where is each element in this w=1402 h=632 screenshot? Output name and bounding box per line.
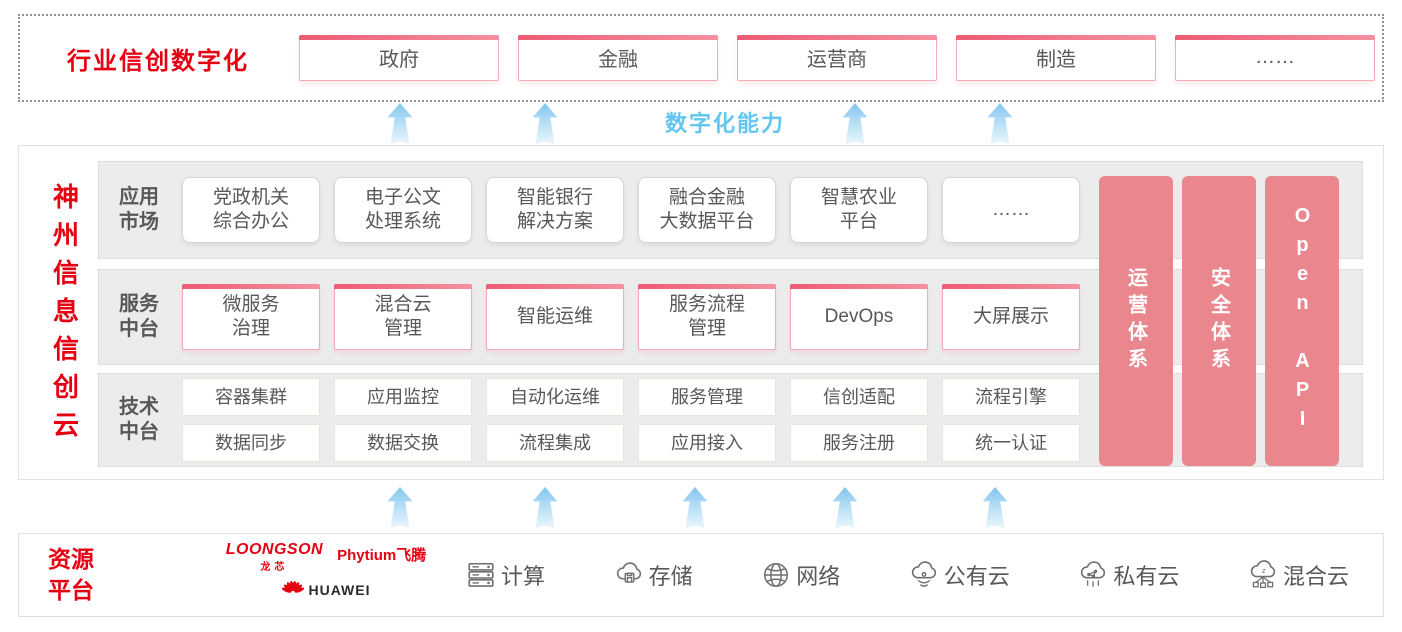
industry-band: 行业信创数字化 政府 金融 运营商 制造 …… — [18, 14, 1384, 102]
layer-service-platform: 服务 中台 微服务 治理 混合云 管理 智能运维 服务流程 管理 DevOps … — [98, 269, 1363, 365]
pillar-open-api: Open API — [1265, 176, 1339, 466]
up-arrow-icon — [387, 487, 413, 530]
resource-label: 网络 — [796, 564, 841, 589]
tech-item: 自动化运维 — [486, 378, 624, 416]
svg-text:z: z — [1262, 566, 1266, 575]
service-item: 混合云 管理 — [334, 284, 472, 350]
phytium-logo: Phytium飞腾 — [337, 547, 427, 564]
resource-compute: 计算 — [466, 559, 545, 591]
tech-item: 服务注册 — [790, 424, 928, 462]
tech-column: 服务管理 应用接入 — [638, 378, 776, 462]
service-items: 微服务 治理 混合云 管理 智能运维 服务流程 管理 DevOps 大屏展示 — [182, 270, 1080, 364]
service-item: 智能运维 — [486, 284, 624, 350]
service-item: 微服务 治理 — [182, 284, 320, 350]
tech-items: 容器集群 数据同步 应用监控 数据交换 自动化运维 流程集成 服务管理 应用接入… — [182, 374, 1080, 466]
tech-item: 应用监控 — [334, 378, 472, 416]
resource-label: 混合云 — [1282, 564, 1349, 589]
tech-item: 数据同步 — [182, 424, 320, 462]
up-arrow-icon — [387, 103, 413, 146]
service-item: DevOps — [790, 284, 928, 350]
layer-app-market: 应用 市场 党政机关 综合办公 电子公文 处理系统 智能银行 解决方案 融合金融… — [98, 161, 1363, 259]
capability-banner-label: 数字化能力 — [664, 111, 785, 136]
tech-item: 数据交换 — [334, 424, 472, 462]
industry-box-row: 政府 金融 运营商 制造 …… — [299, 16, 1375, 100]
industry-label: 运营商 — [807, 49, 867, 71]
resource-public-cloud: 公有云 — [909, 559, 1010, 591]
tech-column: 应用监控 数据交换 — [334, 378, 472, 462]
tech-column: 容器集群 数据同步 — [182, 378, 320, 462]
loongson-wordmark: LOONGSON — [225, 541, 324, 558]
resource-storage: 存储 — [614, 559, 693, 591]
up-arrow-icon — [532, 103, 558, 146]
resource-network: 网络 — [761, 559, 840, 591]
industry-box-government: 政府 — [299, 35, 499, 81]
layer-app-market-label: 应用 市场 — [119, 186, 159, 233]
app-item: 智能银行 解决方案 — [486, 177, 624, 243]
layer-tech-platform: 技术 中台 容器集群 数据同步 应用监控 数据交换 自动化运维 流程集成 服务管… — [98, 373, 1363, 467]
app-market-items: 党政机关 综合办公 电子公文 处理系统 智能银行 解决方案 融合金融 大数据平台… — [182, 162, 1080, 258]
pillar-security-system: 安全体系 — [1182, 176, 1256, 466]
platform-title: 神州信息信创云 — [49, 183, 80, 449]
up-arrow-icon — [532, 487, 558, 530]
private-cloud-icon — [1081, 561, 1106, 587]
up-arrow-icon — [682, 487, 708, 530]
storage-cloud-icon — [616, 562, 641, 583]
resource-platform-band: 资源 平台 LOONGSON 龙芯 Phytium飞腾 — [18, 533, 1384, 617]
service-item: 大屏展示 — [942, 284, 1080, 350]
app-item-more: …… — [942, 177, 1080, 243]
tech-column: 流程引擎 统一认证 — [942, 378, 1080, 462]
tech-item: 流程引擎 — [942, 378, 1080, 416]
loongson-chinese-label: 龙芯 — [260, 562, 289, 573]
tech-item: 流程集成 — [486, 424, 624, 462]
huawei-wordmark: HUAWEI — [308, 582, 371, 598]
network-globe-icon — [764, 563, 789, 587]
industry-box-telecom: 运营商 — [737, 35, 937, 81]
resource-hybrid-cloud: z 混合云 — [1248, 559, 1349, 591]
up-arrow-icon — [982, 487, 1008, 530]
industry-label: 金融 — [598, 49, 638, 71]
hybrid-cloud-icon: z — [1250, 560, 1276, 588]
industry-box-more: …… — [1175, 35, 1375, 81]
industry-band-title: 行业信创数字化 — [67, 47, 249, 75]
app-item: 智慧农业 平台 — [790, 177, 928, 243]
industry-label: …… — [1255, 46, 1295, 68]
platform-main-box: 神州信息信创云 应用 市场 党政机关 综合办公 电子公文 处理系统 智能银行 解… — [18, 145, 1384, 480]
resource-label: 私有云 — [1113, 564, 1180, 589]
vendor-logos: LOONGSON 龙芯 Phytium飞腾 — [211, 541, 441, 601]
up-arrow-icon — [832, 487, 858, 530]
huawei-logo: HUAWEI — [211, 579, 441, 601]
tech-item: 应用接入 — [638, 424, 776, 462]
resource-label: 计算 — [501, 564, 546, 589]
industry-label: 制造 — [1036, 49, 1076, 71]
tech-item: 服务管理 — [638, 378, 776, 416]
layer-service-label: 服务 中台 — [119, 293, 159, 340]
up-arrow-icon — [842, 103, 868, 146]
huawei-flower-icon — [281, 580, 304, 593]
app-item: 党政机关 综合办公 — [182, 177, 320, 243]
resource-platform-title: 资源 平台 — [48, 545, 94, 603]
server-icon — [468, 562, 494, 587]
tech-item: 信创适配 — [790, 378, 928, 416]
service-item: 服务流程 管理 — [638, 284, 776, 350]
resource-private-cloud: 私有云 — [1078, 559, 1179, 591]
industry-label: 政府 — [379, 49, 419, 71]
up-arrow-icon — [987, 103, 1013, 146]
industry-box-finance: 金融 — [518, 35, 718, 81]
resource-label: 公有云 — [943, 564, 1010, 589]
tech-item: 统一认证 — [942, 424, 1080, 462]
resource-items: 计算 存储 — [466, 534, 1349, 616]
layer-tech-label: 技术 中台 — [119, 396, 159, 443]
app-item: 融合金融 大数据平台 — [638, 177, 776, 243]
pillar-operations-system: 运营体系 — [1099, 176, 1173, 466]
tech-item: 容器集群 — [182, 378, 320, 416]
app-item: 电子公文 处理系统 — [334, 177, 472, 243]
loongson-logo: LOONGSON 龙芯 — [226, 541, 323, 573]
tech-column: 自动化运维 流程集成 — [486, 378, 624, 462]
public-cloud-icon — [911, 561, 936, 587]
tech-column: 信创适配 服务注册 — [790, 378, 928, 462]
resource-label: 存储 — [648, 564, 693, 589]
industry-box-manufacturing: 制造 — [956, 35, 1156, 81]
